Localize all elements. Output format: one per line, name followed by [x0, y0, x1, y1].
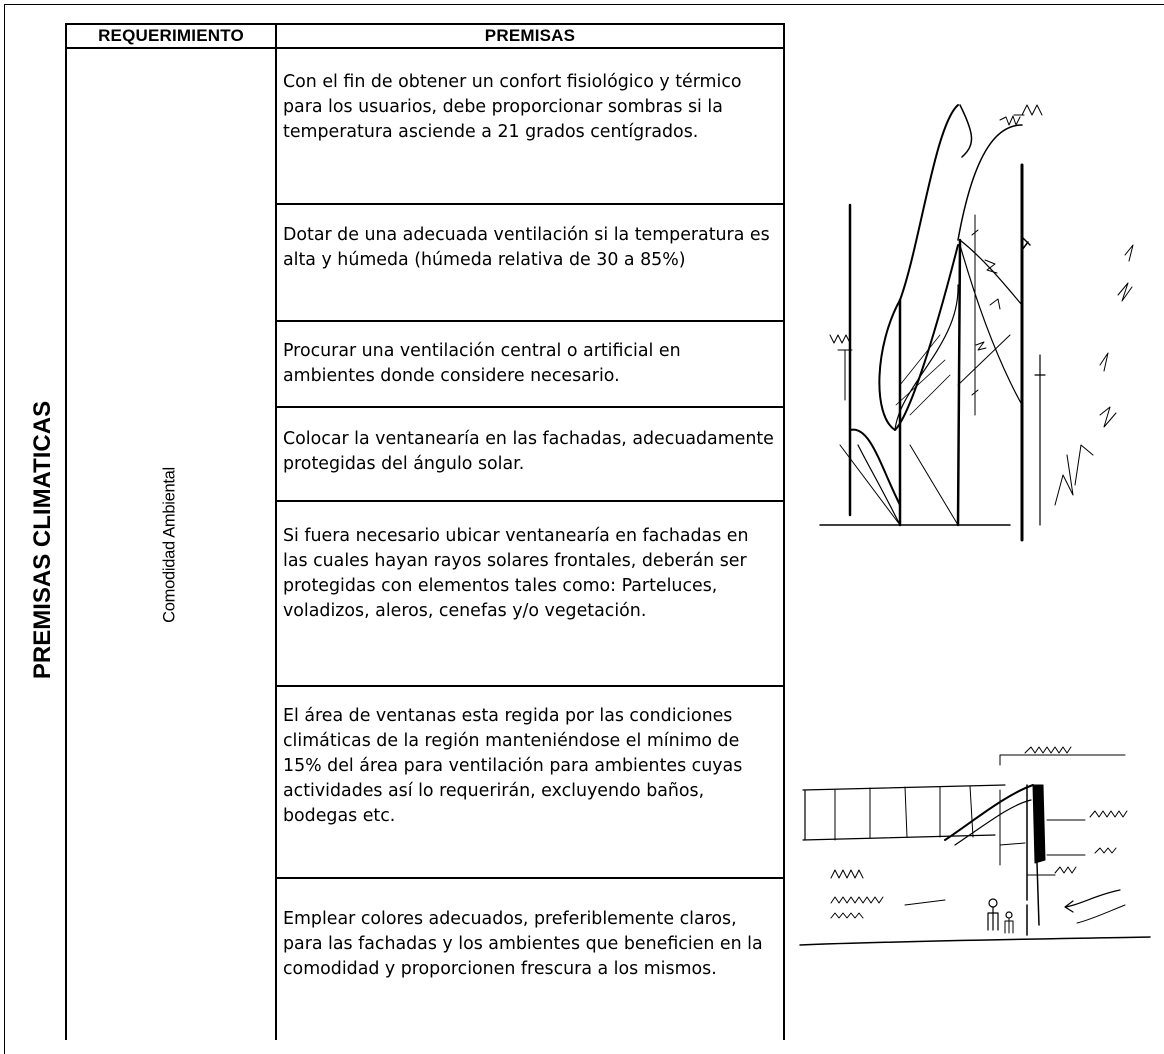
premise-text: Dotar de una adecuada ventilación si la … [283, 225, 770, 270]
header-bottom-line [65, 47, 785, 49]
premise-text: Si fuera necesario ubicar ventanearía en… [283, 526, 749, 621]
premise-text: El área de ventanas esta regida por las … [283, 706, 743, 826]
tensile-structure-sketch [819, 104, 1134, 542]
requirement-label: Comodidad Ambiental [160, 467, 179, 623]
premise-text: Con el fin de obtener un confort fisioló… [283, 72, 742, 142]
row-divider [275, 406, 785, 408]
row-divider [275, 877, 785, 879]
premises-column-header: PREMISAS [484, 25, 576, 45]
row-divider [275, 320, 785, 322]
premise-text: Emplear colores adecuados, preferiblemen… [283, 909, 763, 979]
col-divider-2 [275, 24, 277, 1040]
row-divider [275, 203, 785, 205]
premise-text: Colocar la ventanearía en las fachadas, … [283, 429, 774, 474]
row-divider [275, 685, 785, 687]
premise-text: Procurar una ventilación central o artif… [283, 341, 681, 386]
requirement-column-header: REQUERIMIENTO [98, 25, 244, 45]
table-frame [4, 4, 1164, 1054]
section-title: PREMISAS CLIMATICAS [29, 400, 56, 680]
col-divider-3 [783, 24, 785, 1040]
row-divider [275, 500, 785, 502]
header-top-line [65, 23, 785, 25]
col-divider-1 [65, 24, 67, 1040]
facade-membrane-sketch [799, 746, 1151, 946]
